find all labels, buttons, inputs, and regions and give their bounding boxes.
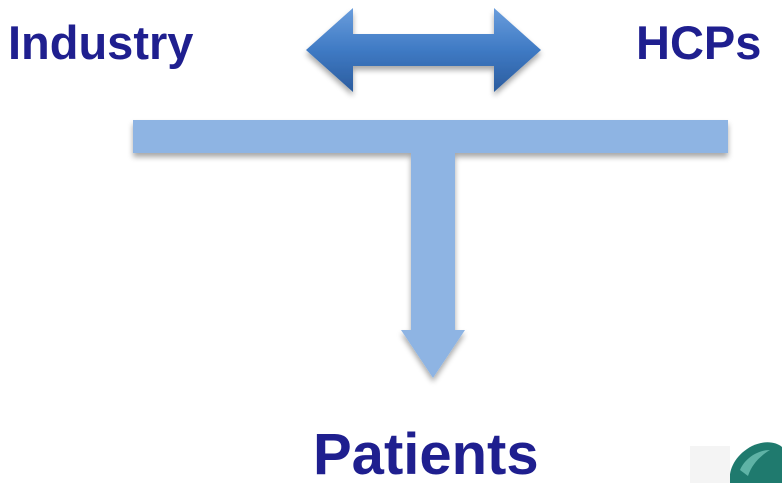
t-arrow-bar (133, 120, 728, 153)
double-arrow-icon (306, 8, 541, 92)
decorative-image-highlight (740, 450, 770, 476)
t-arrow-icon (133, 120, 728, 378)
t-arrow-stem (401, 152, 465, 378)
decorative-image-fragment (729, 442, 782, 483)
node-industry: Industry (8, 16, 194, 69)
node-patients: Patients (313, 422, 539, 483)
node-hcps: HCPs (636, 16, 762, 69)
decorative-image-backdrop (690, 446, 730, 483)
